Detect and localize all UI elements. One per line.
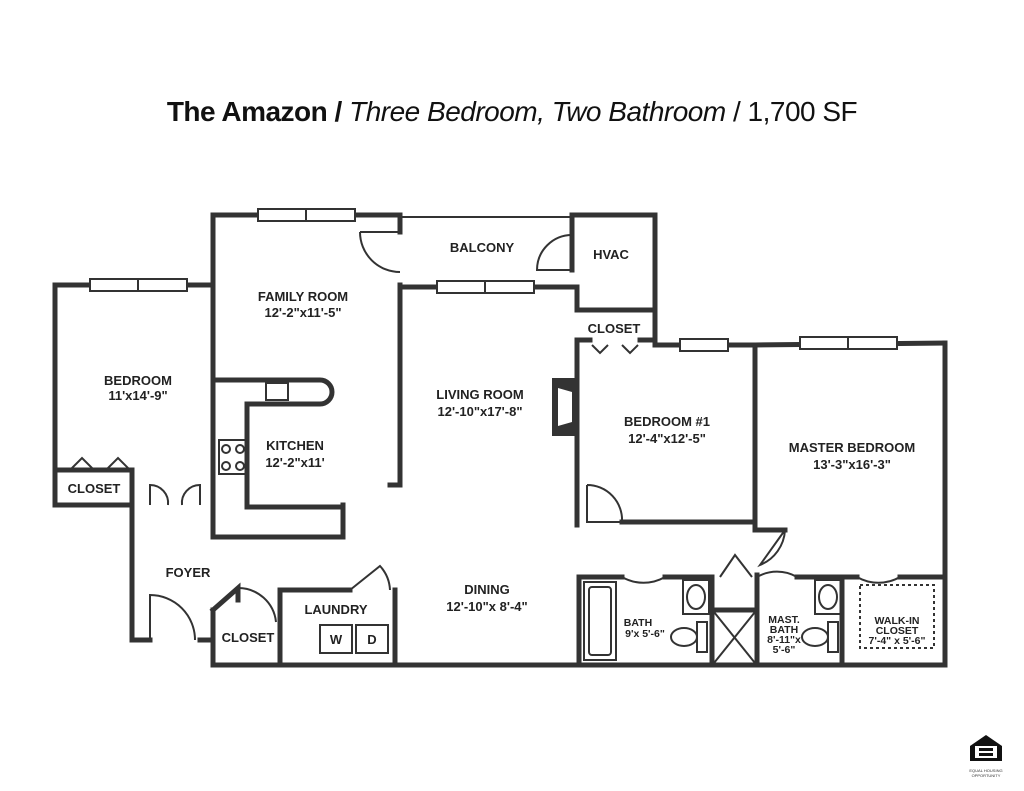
room-dims: 11'x14'-9"	[108, 388, 167, 403]
room-dining: DINING	[464, 582, 510, 597]
room-closet-left: CLOSET	[68, 481, 121, 496]
separator: /	[725, 96, 748, 127]
room-closet-foyer: CLOSET	[222, 630, 275, 645]
house-icon	[970, 735, 1002, 761]
plan-title: The Amazon / Three Bedroom, Two Bathroom…	[0, 96, 1024, 128]
plan-name: The Amazon	[166, 96, 328, 127]
room-kitchen: KITCHEN	[266, 438, 324, 453]
separator: /	[327, 96, 350, 127]
room-dims: 12'-2"x11'	[265, 455, 324, 470]
room-dims: 12'-10"x17'-8"	[437, 404, 522, 419]
room-dims: 13'-3"x16'-3"	[813, 457, 891, 472]
room-bath: BATH	[624, 617, 652, 629]
logo-caption: EQUAL HOUSING OPPORTUNITY	[969, 768, 1003, 778]
room-walk-in-closet: WALK-IN	[875, 615, 920, 627]
room-dims: 12'-4"x12'-5"	[628, 431, 706, 446]
equal-housing-logo: EQUAL HOUSING OPPORTUNITY	[966, 733, 1006, 778]
room-laundry: LAUNDRY	[304, 602, 367, 617]
doors	[69, 231, 901, 641]
room-closet-mid: CLOSET	[588, 321, 641, 336]
dryer: D	[367, 632, 376, 647]
room-foyer: FOYER	[166, 565, 211, 580]
room-hvac: HVAC	[593, 247, 629, 262]
room-dims: 12'-10"x 8'-4"	[446, 599, 527, 614]
room-family-room: FAMILY ROOM	[258, 289, 348, 304]
room-living-room: LIVING ROOM	[436, 387, 523, 402]
room-dims: 8'-11"x	[767, 634, 801, 646]
room-master-bedroom: MASTER BEDROOM	[789, 440, 915, 455]
room-bedroom-1: BEDROOM #1	[624, 414, 710, 429]
room-bedroom: BEDROOM	[104, 373, 172, 388]
washer: W	[330, 632, 343, 647]
room-dims: 5'-6"	[773, 644, 796, 656]
room-name: CLOSET	[876, 625, 919, 637]
room-dims: 7'-4" x 5'-6"	[869, 635, 926, 647]
room-master-bath: MAST.	[768, 614, 800, 626]
room-dims: 9'x 5'-6"	[625, 628, 665, 640]
plan-type: Three Bedroom, Two Bathroom	[349, 96, 726, 127]
windows	[89, 208, 898, 352]
room-dims: 12'-2"x11'-5"	[264, 305, 341, 320]
room-labels: BEDROOM 11'x14'-9" CLOSET FAMILY ROOM 12…	[68, 240, 926, 656]
plan-area: 1,700 SF	[747, 96, 858, 127]
room-balcony: BALCONY	[450, 240, 515, 255]
room-name: BATH	[770, 624, 798, 636]
